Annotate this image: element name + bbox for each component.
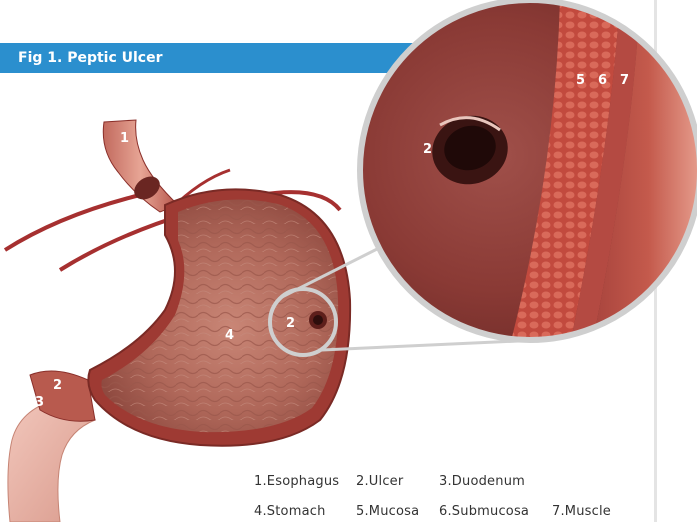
callout-ulcer-small: 2 [286, 316, 295, 331]
legend-item-mucosa: 5.Mucosa [356, 504, 419, 519]
callout-mucosa: 5 [576, 73, 585, 88]
callout-esophagus: 1 [120, 131, 129, 146]
callout-muscle: 7 [620, 73, 629, 88]
callout-ulcer-zoom: 2 [423, 142, 432, 157]
callout-duodenum: 3 [35, 395, 44, 410]
legend-item-esophagus: 1.Esophagus [254, 474, 339, 489]
legend-item-ulcer: 2.Ulcer [356, 474, 403, 489]
legend-item-duodenum: 3.Duodenum [439, 474, 525, 489]
callout-stomach: 4 [225, 328, 234, 343]
callout-submucosa: 6 [598, 73, 607, 88]
legend-item-submucosa: 6.Submucosa [439, 504, 529, 519]
legend-item-stomach: 4.Stomach [254, 504, 326, 519]
callout-ulcer-pylorus: 2 [53, 378, 62, 393]
blood-vessel [5, 195, 140, 250]
legend-item-muscle: 7.Muscle [552, 504, 611, 519]
